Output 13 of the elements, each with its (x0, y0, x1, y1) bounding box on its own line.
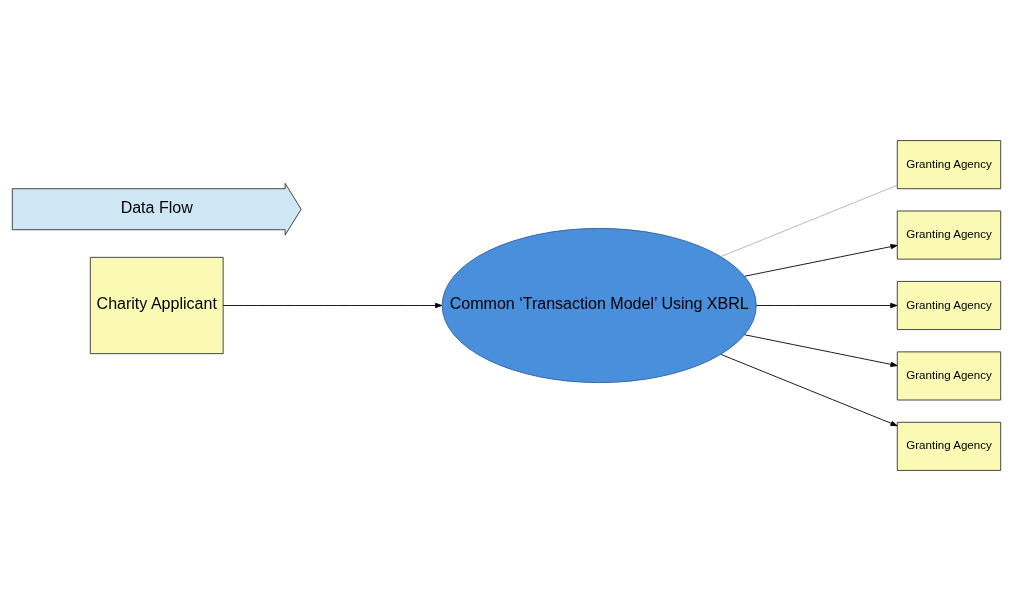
arrow (720, 353, 898, 426)
node-box: Charity Applicant (89, 256, 224, 354)
node-ellipse: Common ‘Transaction Model’ Using XBRL (441, 227, 757, 383)
arrow (756, 302, 898, 308)
node-box: Granting Agency (896, 421, 1002, 471)
arrow (744, 243, 898, 277)
arrow (222, 302, 443, 308)
node-box: Granting Agency (896, 210, 1002, 260)
node-box: Granting Agency (896, 139, 1002, 189)
node-box: Granting Agency (896, 350, 1002, 400)
node-box: Granting Agency (896, 280, 1002, 330)
connector (720, 184, 898, 257)
arrow (744, 333, 898, 367)
